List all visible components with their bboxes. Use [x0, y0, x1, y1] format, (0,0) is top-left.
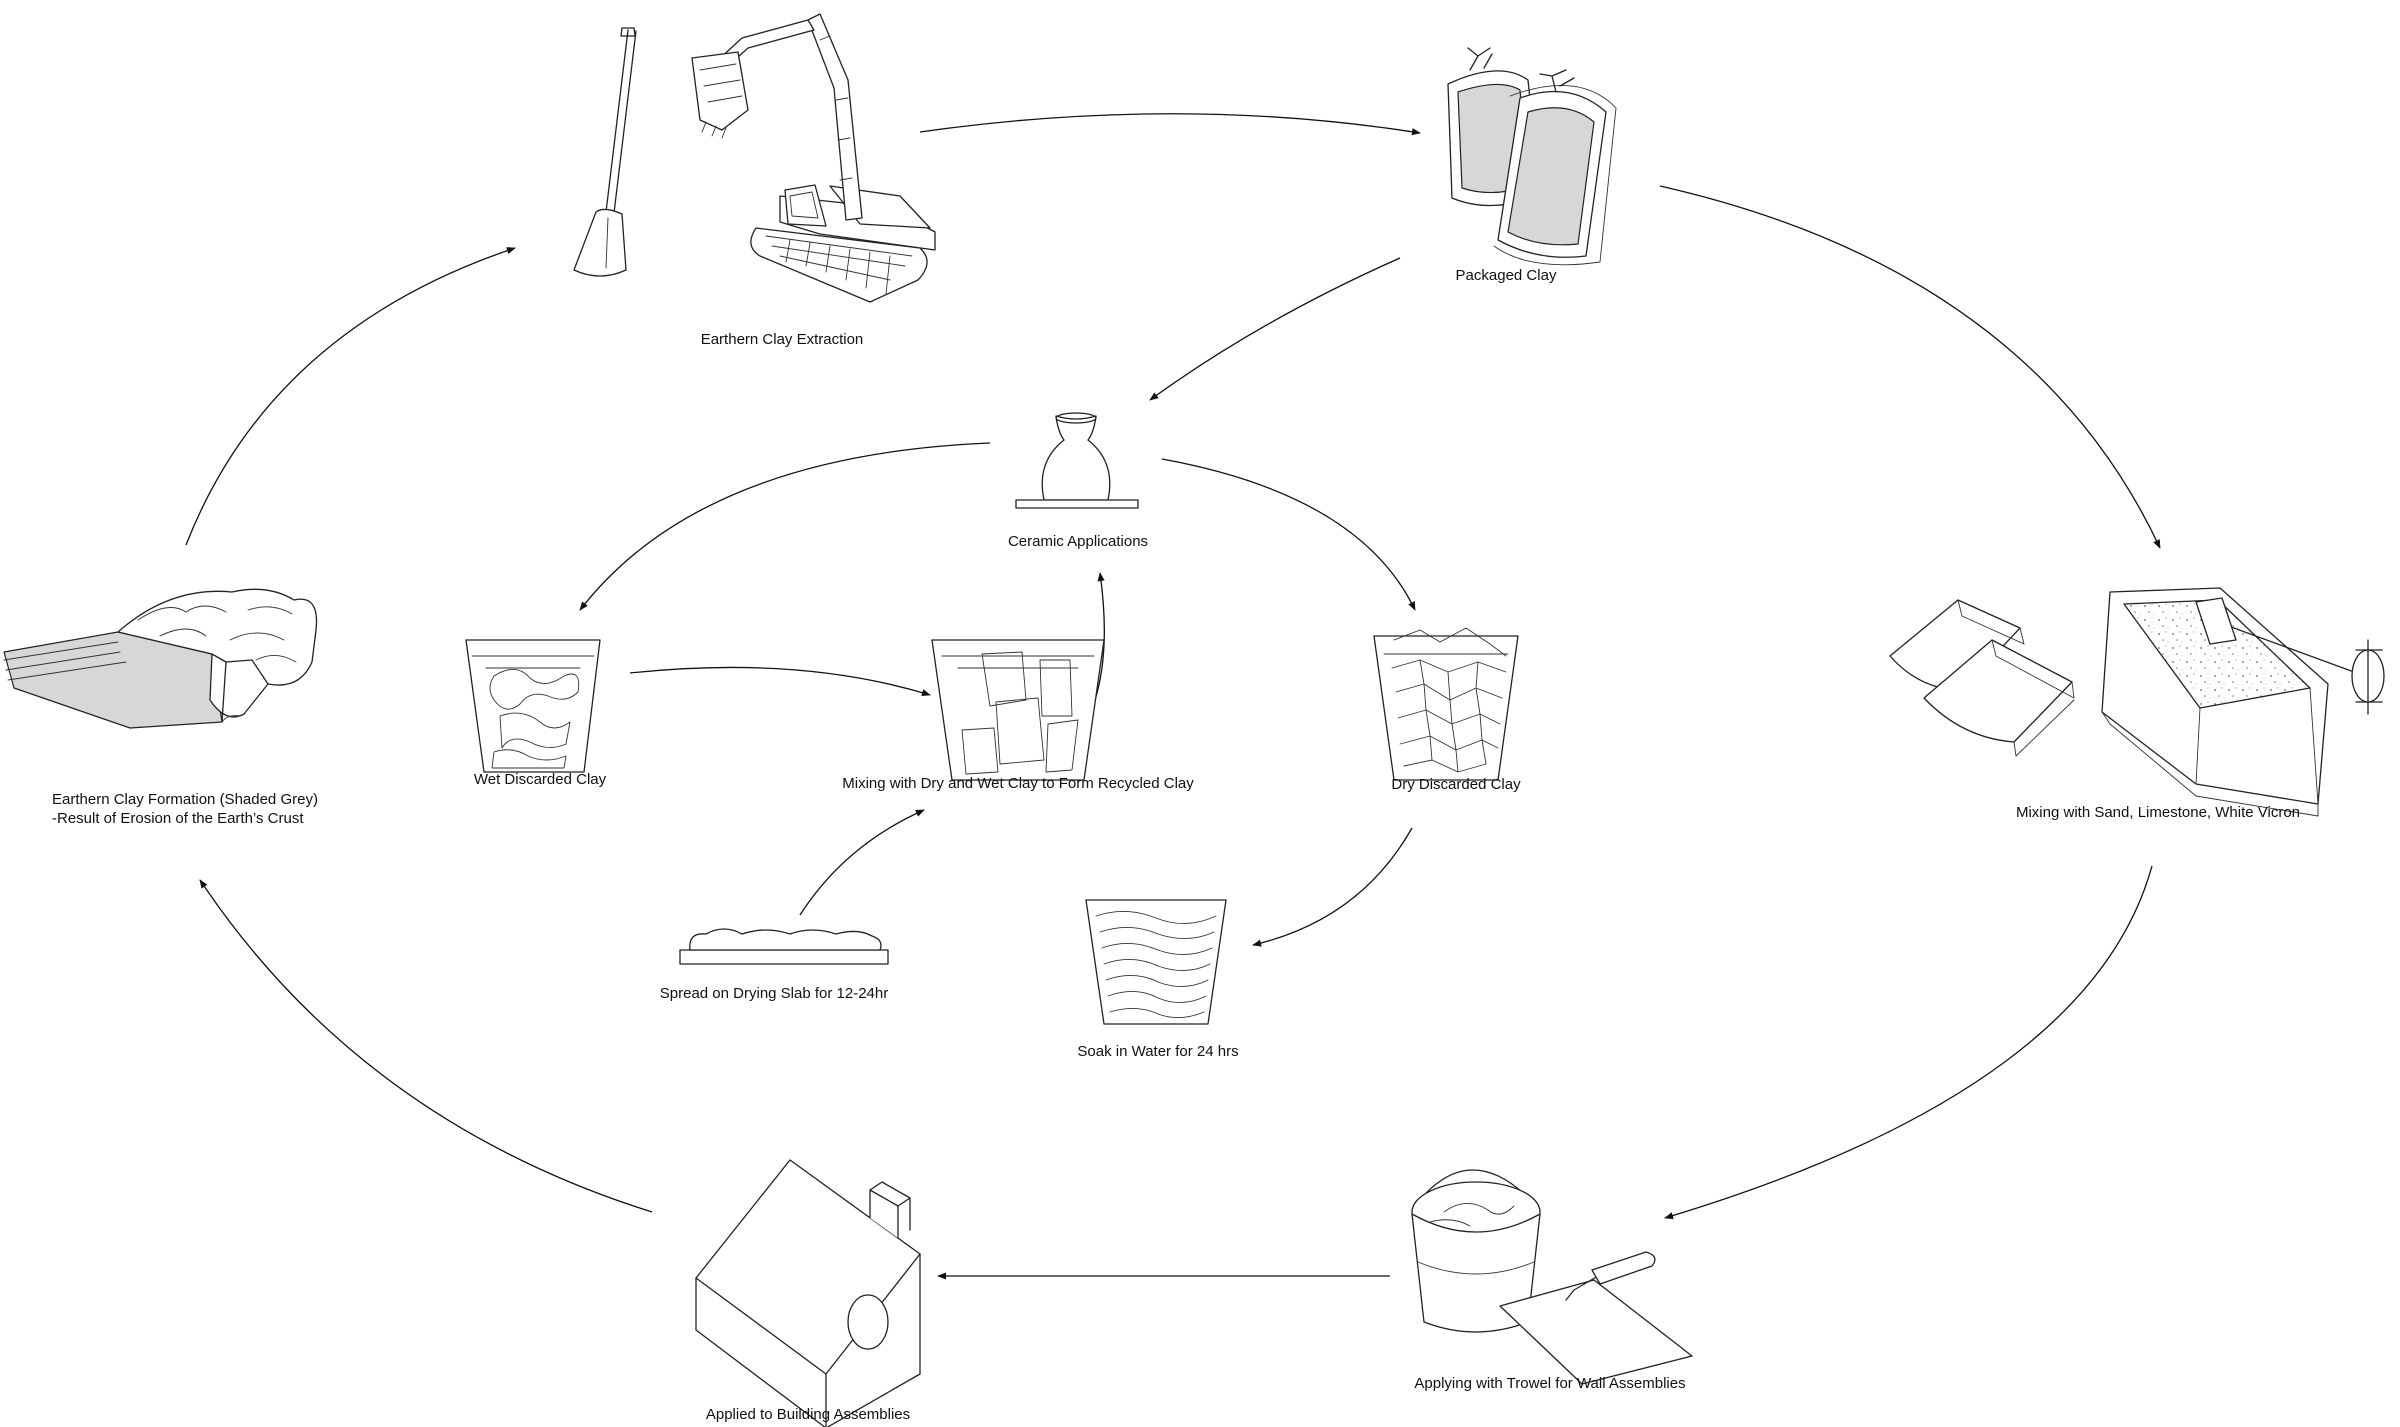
earth-crust-icon [3, 588, 318, 729]
shovel-icon [573, 27, 637, 277]
vase-icon [1015, 412, 1139, 509]
excavator-icon [691, 13, 936, 303]
arrow-spread-to-recycled [799, 809, 925, 916]
recycled-clay-bin-icon [931, 639, 1105, 781]
label-soak-in-water: Soak in Water for 24 hrs [1077, 1043, 1239, 1060]
arrow-formation-to-extraction [185, 247, 516, 546]
label-mixing-recycled-clay: Mixing with Dry and Wet Clay to Form Rec… [842, 775, 1194, 792]
arrow-mixing-sand-to-trowel [1664, 865, 2153, 1220]
drying-slab-icon [679, 928, 889, 965]
arrow-packaged-to-ceramic [1149, 257, 1401, 401]
label-wet-discarded-clay: Wet Discarded Clay [473, 771, 607, 788]
label-mixing-sand-limestone: Mixing with Sand, Limestone, White Vicro… [2015, 804, 2301, 821]
arrow-dry-to-soak [1252, 827, 1413, 947]
arrow-wet-to-recycled [629, 666, 931, 697]
label-formation-line2: -Result of Erosion of the Earth’s Crust [52, 810, 304, 827]
bucket-trowel-icon [1411, 1169, 1693, 1385]
house-icon [695, 1159, 921, 1427]
label-earthern-clay-extraction: Earthern Clay Extraction [700, 331, 864, 348]
soak-bin-icon [1085, 899, 1227, 1025]
arrow-ceramic-to-wet [579, 442, 991, 611]
clay-bags-icon [1447, 47, 1617, 266]
label-applying-trowel: Applying with Trowel for Wall Assemblies [1414, 1375, 1686, 1392]
dry-clay-bin-icon [1373, 627, 1519, 781]
label-dry-discarded-clay: Dry Discarded Clay [1391, 776, 1521, 793]
clay-blocks-icon [1889, 599, 2075, 757]
label-formation-line1: Earthern Clay Formation (Shaded Grey) [52, 791, 318, 808]
arrow-building-to-formation [199, 879, 653, 1213]
label-packaged-clay: Packaged Clay [1455, 267, 1557, 284]
arrow-extraction-to-packaged [919, 113, 1421, 136]
label-spread-drying-slab: Spread on Drying Slab for 12-24hr [659, 985, 889, 1002]
arrow-ceramic-to-dry [1161, 458, 1416, 611]
label-ceramic-applications: Ceramic Applications [1007, 533, 1149, 550]
wet-clay-bin-icon [465, 639, 601, 773]
label-applied-building: Applied to Building Assemblies [705, 1406, 911, 1423]
arrow-packaged-to-mixing-sand [1659, 185, 2161, 549]
mixing-tub-icon [2101, 587, 2385, 817]
